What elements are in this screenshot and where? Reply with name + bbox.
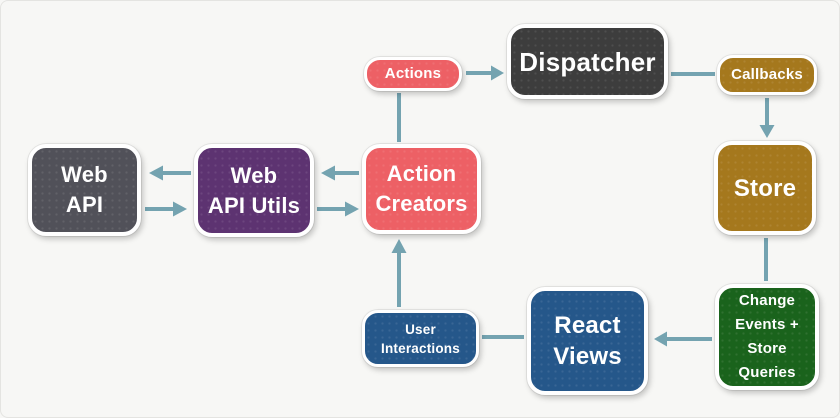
node-change-events-store-queries-label: Change Events + Store Queries xyxy=(735,292,799,381)
edge-web-api-utils-web-api-arrowhead xyxy=(149,165,163,181)
node-react-views: React Views xyxy=(527,287,648,395)
edge-web-api-web-api-utils-arrowhead xyxy=(173,201,187,217)
node-web-api-utils-label: Web API Utils xyxy=(207,162,301,218)
node-react-views-label: React Views xyxy=(553,312,622,370)
node-web-api: Web API xyxy=(28,144,141,236)
node-action-creators-label: Action Creators xyxy=(375,161,468,216)
edge-action-creators-web-api-utils-arrowhead xyxy=(321,165,335,181)
node-callbacks-label: Callbacks xyxy=(731,66,803,83)
node-actions-label: Actions xyxy=(384,65,442,82)
node-web-api-label: Web API xyxy=(61,162,108,217)
node-store-label: Store xyxy=(733,174,797,202)
node-store: Store xyxy=(714,141,816,235)
edge-user-interactions-action-creators-arrowhead xyxy=(391,239,407,253)
node-dispatcher-label: Dispatcher xyxy=(519,46,656,77)
node-action-creators: Action Creators xyxy=(362,144,481,234)
edge-change-events-react-views-arrowhead xyxy=(654,331,667,347)
node-user-interactions-label: User Interactions xyxy=(381,321,460,356)
edge-web-api-utils-action-creators-arrowhead xyxy=(345,201,359,217)
node-callbacks: Callbacks xyxy=(717,55,817,95)
node-actions: Actions xyxy=(364,57,462,91)
node-dispatcher: Dispatcher xyxy=(507,24,668,99)
edge-callbacks-store-arrowhead xyxy=(759,125,775,138)
node-user-interactions: User Interactions xyxy=(362,310,479,367)
node-change-events-store-queries: Change Events + Store Queries xyxy=(715,284,819,390)
node-web-api-utils: Web API Utils xyxy=(194,144,314,237)
edge-actions-dispatcher-arrowhead xyxy=(491,65,504,81)
